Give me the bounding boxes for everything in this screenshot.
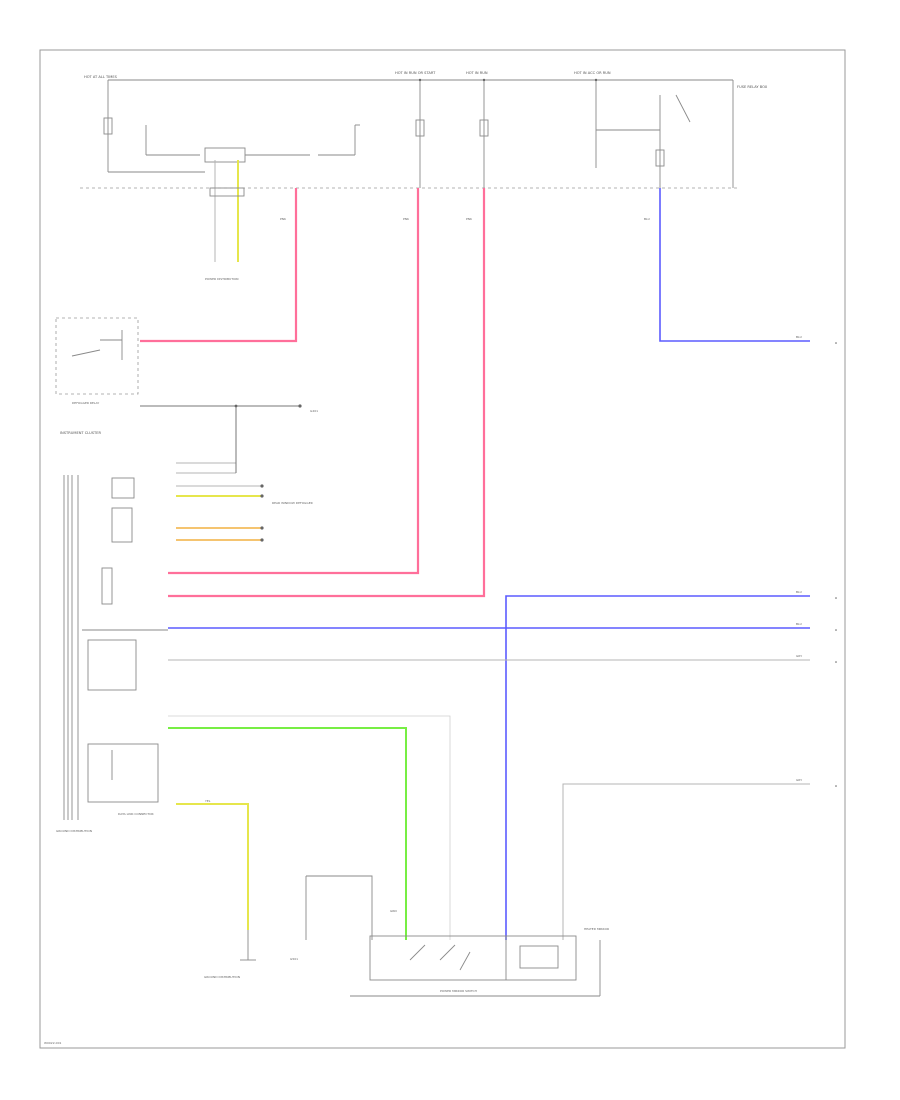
label-g501: G501	[290, 957, 298, 961]
fuse-box-internals	[103, 78, 691, 188]
label-hot-at-all-times: HOT AT ALL TIMES	[84, 75, 118, 79]
label-blu-1: BLU	[644, 217, 650, 221]
label-power-mirror-switch: POWER MIRROR SWITCH	[440, 989, 477, 993]
figure-reference: W0022-001	[44, 1041, 62, 1045]
gray-wires: GRY GRY	[168, 654, 810, 940]
label-blu-2: BLU	[796, 335, 802, 339]
pink-wire-left	[140, 188, 298, 343]
diagram-frame	[39, 49, 846, 1049]
pink-wire-mid	[168, 188, 420, 575]
label-gry-2: GRY	[796, 778, 802, 782]
defogger-relay: DEFOGGER RELAY	[55, 317, 139, 405]
label-hot-acc: HOT IN ACC OR RUN	[574, 71, 611, 75]
short-stub-wires	[140, 404, 302, 542]
label-pnk-3: PNK	[466, 217, 473, 221]
label-grn: GRN	[390, 909, 397, 913]
label-heated-mirror: HEATED MIRROR	[584, 927, 609, 931]
pink-wire-right	[168, 188, 486, 598]
blue-wires: BLU BLU BLU BLU	[168, 188, 810, 940]
label-rear-window-defogger: REAR WINDOW DEFOGGER	[272, 501, 313, 505]
label-data-link: DATA LINK CONNECTOR	[118, 812, 154, 816]
label-yel: YEL	[205, 799, 211, 803]
label-power-distribution: POWER DISTRIBUTION	[205, 277, 239, 281]
power-mirror-switch: POWER MIRROR SWITCH HEATED MIRROR G501	[290, 875, 609, 997]
label-defogger-relay: DEFOGGER RELAY	[72, 401, 99, 405]
blue-wire-down	[505, 595, 810, 940]
ground-symbol-left: GROUND DISTRIBUTION	[204, 930, 256, 979]
label-blu-4: BLU	[796, 622, 802, 626]
label-hot-in-run: HOT IN RUN	[466, 71, 488, 75]
label-gry-1: GRY	[796, 654, 802, 658]
label-ground-bottom: GROUND DISTRIBUTION	[204, 975, 240, 979]
label-hot-run-start: HOT IN RUN OR START	[395, 71, 436, 75]
right-terminals	[835, 342, 837, 787]
pink-wires: PNK PNK PNK	[140, 188, 486, 598]
label-instrument-cluster: INSTRUMENT CLUSTER	[60, 431, 101, 435]
gray-wire-down	[562, 783, 810, 940]
yellow-wire-bottom	[176, 803, 249, 930]
instrument-cluster: INSTRUMENT CLUSTER GROUND DISTRIBUTION D…	[56, 431, 168, 833]
green-wire	[168, 727, 407, 940]
label-pnk-1: PNK	[280, 217, 287, 221]
white-wire-down	[168, 715, 451, 940]
label-ground-distribution: GROUND DISTRIBUTION	[56, 829, 92, 833]
label-fuse-relay-box: FUSE RELAY BOX	[737, 85, 768, 89]
top-left-connector: POWER DISTRIBUTION	[205, 160, 245, 281]
label-g201: G201	[310, 409, 318, 413]
label-pnk-2: PNK	[403, 217, 410, 221]
blue-wire-top	[659, 188, 810, 342]
label-blu-3: BLU	[796, 590, 802, 594]
left-pins: REAR WINDOW DEFOGGER G201	[101, 409, 318, 605]
